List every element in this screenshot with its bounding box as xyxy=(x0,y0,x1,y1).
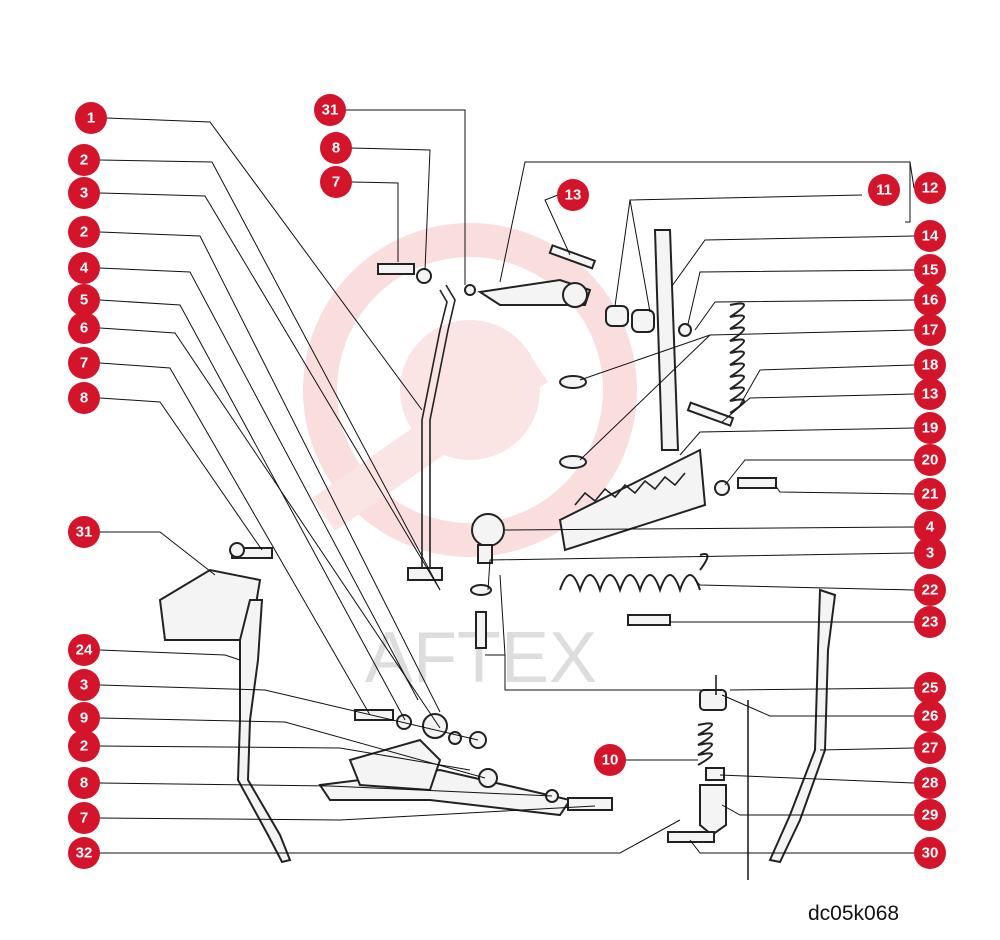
callout-badge: 8 xyxy=(320,132,352,164)
svg-text:29: 29 xyxy=(922,807,939,824)
callout-badge: 16 xyxy=(914,284,946,316)
callout-badge: 5 xyxy=(68,284,100,316)
leader-lines xyxy=(99,109,915,854)
callout-badge: 8 xyxy=(68,382,100,414)
svg-text:3: 3 xyxy=(80,677,88,694)
callout-badge: 3 xyxy=(68,669,100,701)
svg-text:15: 15 xyxy=(922,262,939,279)
svg-text:2: 2 xyxy=(80,738,88,755)
callout-badge: 18 xyxy=(914,349,946,381)
callout-badge: 6 xyxy=(68,312,100,344)
callout-badge: 7 xyxy=(68,802,100,834)
callout-badge: 2 xyxy=(68,730,100,762)
svg-text:7: 7 xyxy=(332,174,340,191)
svg-text:23: 23 xyxy=(922,614,939,631)
svg-text:25: 25 xyxy=(922,680,939,697)
callout-badge: 31 xyxy=(68,516,100,548)
callout-badge: 7 xyxy=(68,347,100,379)
svg-text:17: 17 xyxy=(922,322,939,339)
svg-text:2: 2 xyxy=(80,224,88,241)
svg-text:4: 4 xyxy=(80,260,89,277)
callout-badge: 13 xyxy=(557,179,589,211)
svg-text:9: 9 xyxy=(80,710,88,727)
svg-text:10: 10 xyxy=(602,752,619,769)
svg-text:12: 12 xyxy=(922,180,939,197)
callout-badge: 8 xyxy=(68,767,100,799)
callout-badge: 14 xyxy=(914,220,946,252)
svg-text:31: 31 xyxy=(322,102,339,119)
svg-text:8: 8 xyxy=(80,775,88,792)
callout-badge: 27 xyxy=(914,732,946,764)
callouts-right: 11 12 14 15 16 17 18 13 19 20 21 4 3 22 … xyxy=(594,172,946,869)
callout-badge: 3 xyxy=(914,537,946,569)
callout-badge: 2 xyxy=(68,216,100,248)
callout-badge: 23 xyxy=(914,606,946,638)
svg-text:21: 21 xyxy=(922,486,939,503)
callout-badge: 21 xyxy=(914,478,946,510)
callout-badge: 25 xyxy=(914,672,946,704)
diagram-code: dc05k068 xyxy=(808,902,900,925)
svg-text:8: 8 xyxy=(332,140,340,157)
callout-badge: 29 xyxy=(914,799,946,831)
svg-text:18: 18 xyxy=(922,357,939,374)
callout-badge: 12 xyxy=(914,172,946,204)
callouts-top: 31 8 7 13 xyxy=(314,94,589,211)
svg-text:2: 2 xyxy=(80,152,88,169)
svg-text:7: 7 xyxy=(80,355,88,372)
svg-text:30: 30 xyxy=(922,845,939,862)
svg-text:6: 6 xyxy=(80,320,88,337)
callout-badge: 26 xyxy=(914,700,946,732)
callout-badge: 32 xyxy=(68,837,100,869)
callout-badge: 31 xyxy=(314,94,346,126)
callout-badge: 17 xyxy=(914,314,946,346)
callout-badge: 9 xyxy=(68,702,100,734)
svg-text:3: 3 xyxy=(80,185,88,202)
svg-text:19: 19 xyxy=(922,420,939,437)
callout-badge: 22 xyxy=(914,574,946,606)
svg-text:13: 13 xyxy=(922,386,939,403)
svg-text:1: 1 xyxy=(87,110,95,127)
svg-text:24: 24 xyxy=(76,642,93,659)
parts-artwork xyxy=(158,229,837,880)
svg-text:3: 3 xyxy=(926,545,934,562)
svg-text:31: 31 xyxy=(76,524,93,541)
callout-badge: 7 xyxy=(320,166,352,198)
callout-badge: 30 xyxy=(914,837,946,869)
svg-text:32: 32 xyxy=(76,845,93,862)
svg-text:13: 13 xyxy=(565,187,582,204)
callouts-left: 1 2 3 2 4 5 6 7 8 31 24 3 9 2 8 7 32 xyxy=(68,102,107,869)
svg-text:20: 20 xyxy=(922,452,939,469)
svg-text:5: 5 xyxy=(80,292,88,309)
svg-text:8: 8 xyxy=(80,390,88,407)
svg-text:7: 7 xyxy=(80,810,88,827)
callout-badge: 2 xyxy=(68,144,100,176)
callout-badge: 19 xyxy=(914,412,946,444)
callout-badge: 4 xyxy=(914,511,946,543)
svg-text:11: 11 xyxy=(876,182,892,199)
svg-text:27: 27 xyxy=(922,740,939,757)
callout-badge: 28 xyxy=(914,767,946,799)
callout-badge: 4 xyxy=(68,252,100,284)
svg-text:16: 16 xyxy=(922,292,939,309)
svg-text:26: 26 xyxy=(922,708,939,725)
svg-text:4: 4 xyxy=(926,519,935,536)
callout-badge: 10 xyxy=(594,744,626,776)
svg-text:28: 28 xyxy=(922,775,939,792)
callout-badge: 13 xyxy=(914,378,946,410)
callout-badge: 24 xyxy=(68,634,100,666)
callout-badge: 20 xyxy=(914,444,946,476)
svg-text:22: 22 xyxy=(922,582,939,599)
callout-badge: 11 xyxy=(868,174,900,206)
callout-badge: 15 xyxy=(914,254,946,286)
svg-text:14: 14 xyxy=(922,228,939,245)
callout-badge: 1 xyxy=(75,102,107,134)
callout-badge: 3 xyxy=(68,177,100,209)
